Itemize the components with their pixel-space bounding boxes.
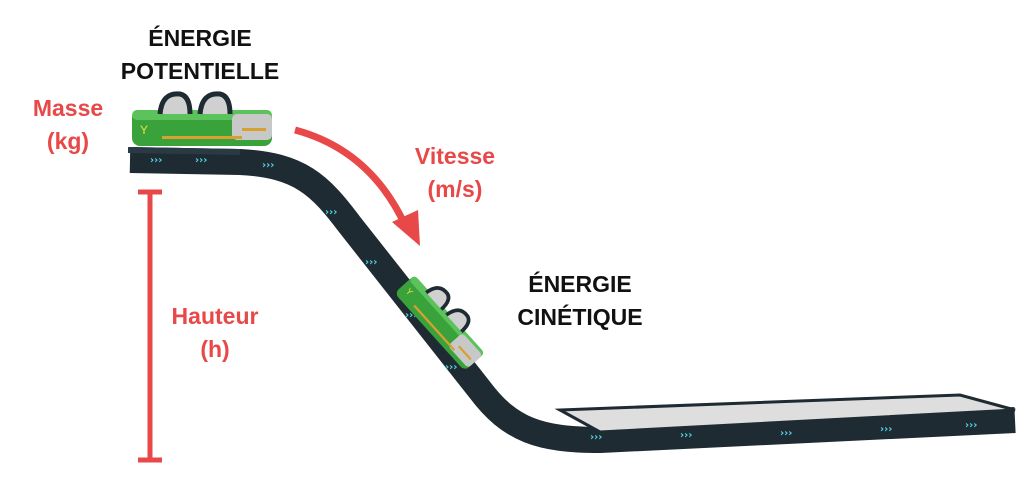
cart-top — [132, 94, 272, 146]
potential-energy-line1: ÉNERGIE — [148, 25, 252, 51]
speed-line2: (m/s) — [427, 176, 483, 202]
potential-energy-line2: POTENTIELLE — [120, 58, 280, 84]
svg-text:›››: ››› — [405, 310, 417, 321]
kinetic-energy-line1: ÉNERGIE — [528, 271, 632, 297]
height-line1: Hauteur — [171, 303, 259, 329]
mass-line1: Masse — [32, 95, 104, 121]
svg-text:›››: ››› — [880, 424, 892, 435]
mass-label: Masse (kg) — [18, 92, 118, 158]
height-bar — [138, 189, 162, 463]
kinetic-energy-label: ÉNERGIE CINÉTIQUE — [500, 268, 660, 334]
svg-text:›››: ››› — [150, 155, 162, 166]
speed-label: Vitesse (m/s) — [400, 140, 510, 206]
svg-text:›››: ››› — [365, 257, 377, 268]
mass-line2: (kg) — [46, 128, 90, 154]
svg-text:›››: ››› — [590, 432, 602, 443]
svg-text:›››: ››› — [680, 430, 692, 441]
height-label: Hauteur (h) — [160, 300, 270, 366]
svg-text:›››: ››› — [445, 362, 457, 373]
height-line2: (h) — [200, 336, 230, 362]
speed-line1: Vitesse — [414, 143, 496, 169]
kinetic-energy-line2: CINÉTIQUE — [517, 304, 643, 330]
svg-text:›››: ››› — [965, 420, 977, 431]
potential-energy-label: ÉNERGIE POTENTIELLE — [100, 22, 300, 88]
svg-text:›››: ››› — [262, 160, 274, 171]
speed-arrow-icon — [294, 126, 420, 246]
svg-text:›››: ››› — [325, 207, 337, 218]
svg-text:›››: ››› — [780, 428, 792, 439]
svg-text:›››: ››› — [195, 155, 207, 166]
